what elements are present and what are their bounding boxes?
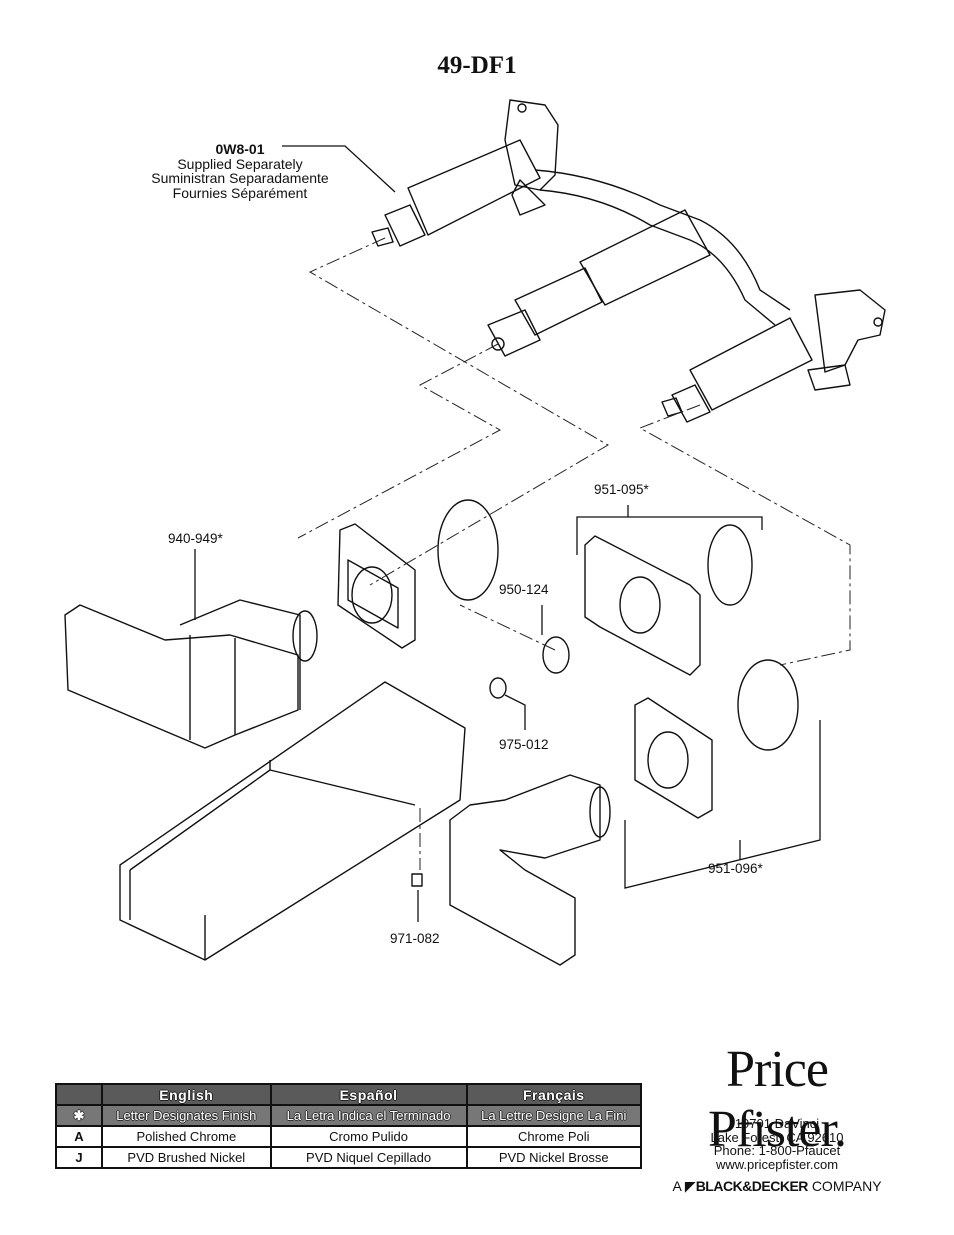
waterfall-spout — [119, 681, 466, 961]
finish-key-row: ✱ Letter Designates Finish La Letra Indi… — [55, 1104, 642, 1127]
parent-company-name: BLACK&DECKER — [695, 1178, 809, 1194]
lower-trim-part-label: 951-096* — [708, 861, 763, 876]
left-escutcheon — [337, 523, 416, 649]
company-address: 19701 DaVinci Lake Forest, CA 92610 Phon… — [652, 1117, 902, 1171]
bushing — [489, 677, 507, 699]
address-city: Lake Forest, CA 92610 — [710, 1129, 844, 1145]
left-o-ring — [437, 499, 499, 601]
table-row: A Polished Chrome Cromo Pulido Chrome Po… — [55, 1125, 642, 1148]
right-escutcheon — [634, 697, 713, 819]
address-street: 19701 DaVinci — [734, 1116, 820, 1131]
header-french: Français — [465, 1083, 642, 1106]
left-handle — [64, 599, 318, 749]
exploded-parts-diagram — [64, 99, 886, 966]
key-french: La Lettre Designe La Fini — [465, 1104, 642, 1127]
price-pfister-logo: Price Pfister. — [708, 1041, 847, 1158]
address-website: www.pricepfister.com — [715, 1156, 839, 1172]
right-o-ring — [737, 659, 799, 751]
black-decker-logo-icon: ◤ — [684, 1178, 696, 1194]
aerator-part-label: 950-124 — [499, 582, 549, 597]
finish-spanish: PVD Niquel Cepillado — [269, 1146, 468, 1169]
parent-company-line: A ◤BLACK&DECKER COMPANY — [652, 1178, 902, 1195]
valve-part-number: 0W8-01 — [215, 141, 265, 157]
upper-trim-plate — [584, 535, 701, 676]
rough-in-valve-body — [371, 99, 886, 423]
key-symbol: ✱ — [55, 1104, 103, 1127]
finish-french: PVD Nickel Brosse — [465, 1146, 642, 1169]
set-screw — [411, 873, 423, 887]
finish-code: A — [55, 1125, 103, 1148]
valve-note-en: Supplied Separately — [177, 155, 303, 172]
valve-callout: 0W8-01 Supplied Separately Suministran S… — [140, 142, 340, 200]
finish-table-header: English Español Français — [55, 1083, 642, 1106]
set-screw-part-label: 971-082 — [390, 931, 440, 946]
right-handle — [449, 774, 611, 966]
header-english: English — [101, 1083, 272, 1106]
page-title: 49-DF1 — [437, 52, 517, 79]
header-spanish: Español — [269, 1083, 468, 1106]
valve-note-es: Suministran Separadamente — [151, 170, 329, 186]
finish-english: PVD Brushed Nickel — [101, 1146, 272, 1169]
company-suffix: COMPANY — [811, 1178, 882, 1194]
handle-part-label: 940-949* — [168, 531, 223, 546]
bushing-part-label: 975-012 — [499, 737, 549, 752]
company-prefix: A — [672, 1178, 682, 1194]
finish-french: Chrome Poli — [465, 1125, 642, 1148]
finish-table: English Español Français ✱ Letter Design… — [55, 1083, 642, 1169]
finish-spanish: Cromo Pulido — [269, 1125, 468, 1148]
key-spanish: La Letra Indica el Terminado — [269, 1104, 468, 1127]
valve-note-fr: Fournies Séparément — [172, 184, 308, 201]
address-phone: Phone: 1-800-Pfaucet — [713, 1143, 841, 1158]
key-english: Letter Designates Finish — [101, 1104, 272, 1127]
aerator — [542, 636, 570, 674]
upper-o-ring — [707, 524, 753, 606]
finish-english: Polished Chrome — [101, 1125, 272, 1148]
brand-logo: Price Pfister. — [652, 1040, 902, 1160]
upper-trim-part-label: 951-095* — [594, 482, 649, 497]
finish-code: J — [55, 1146, 103, 1169]
table-row: J PVD Brushed Nickel PVD Niquel Cepillad… — [55, 1146, 642, 1169]
header-blank — [55, 1083, 103, 1106]
